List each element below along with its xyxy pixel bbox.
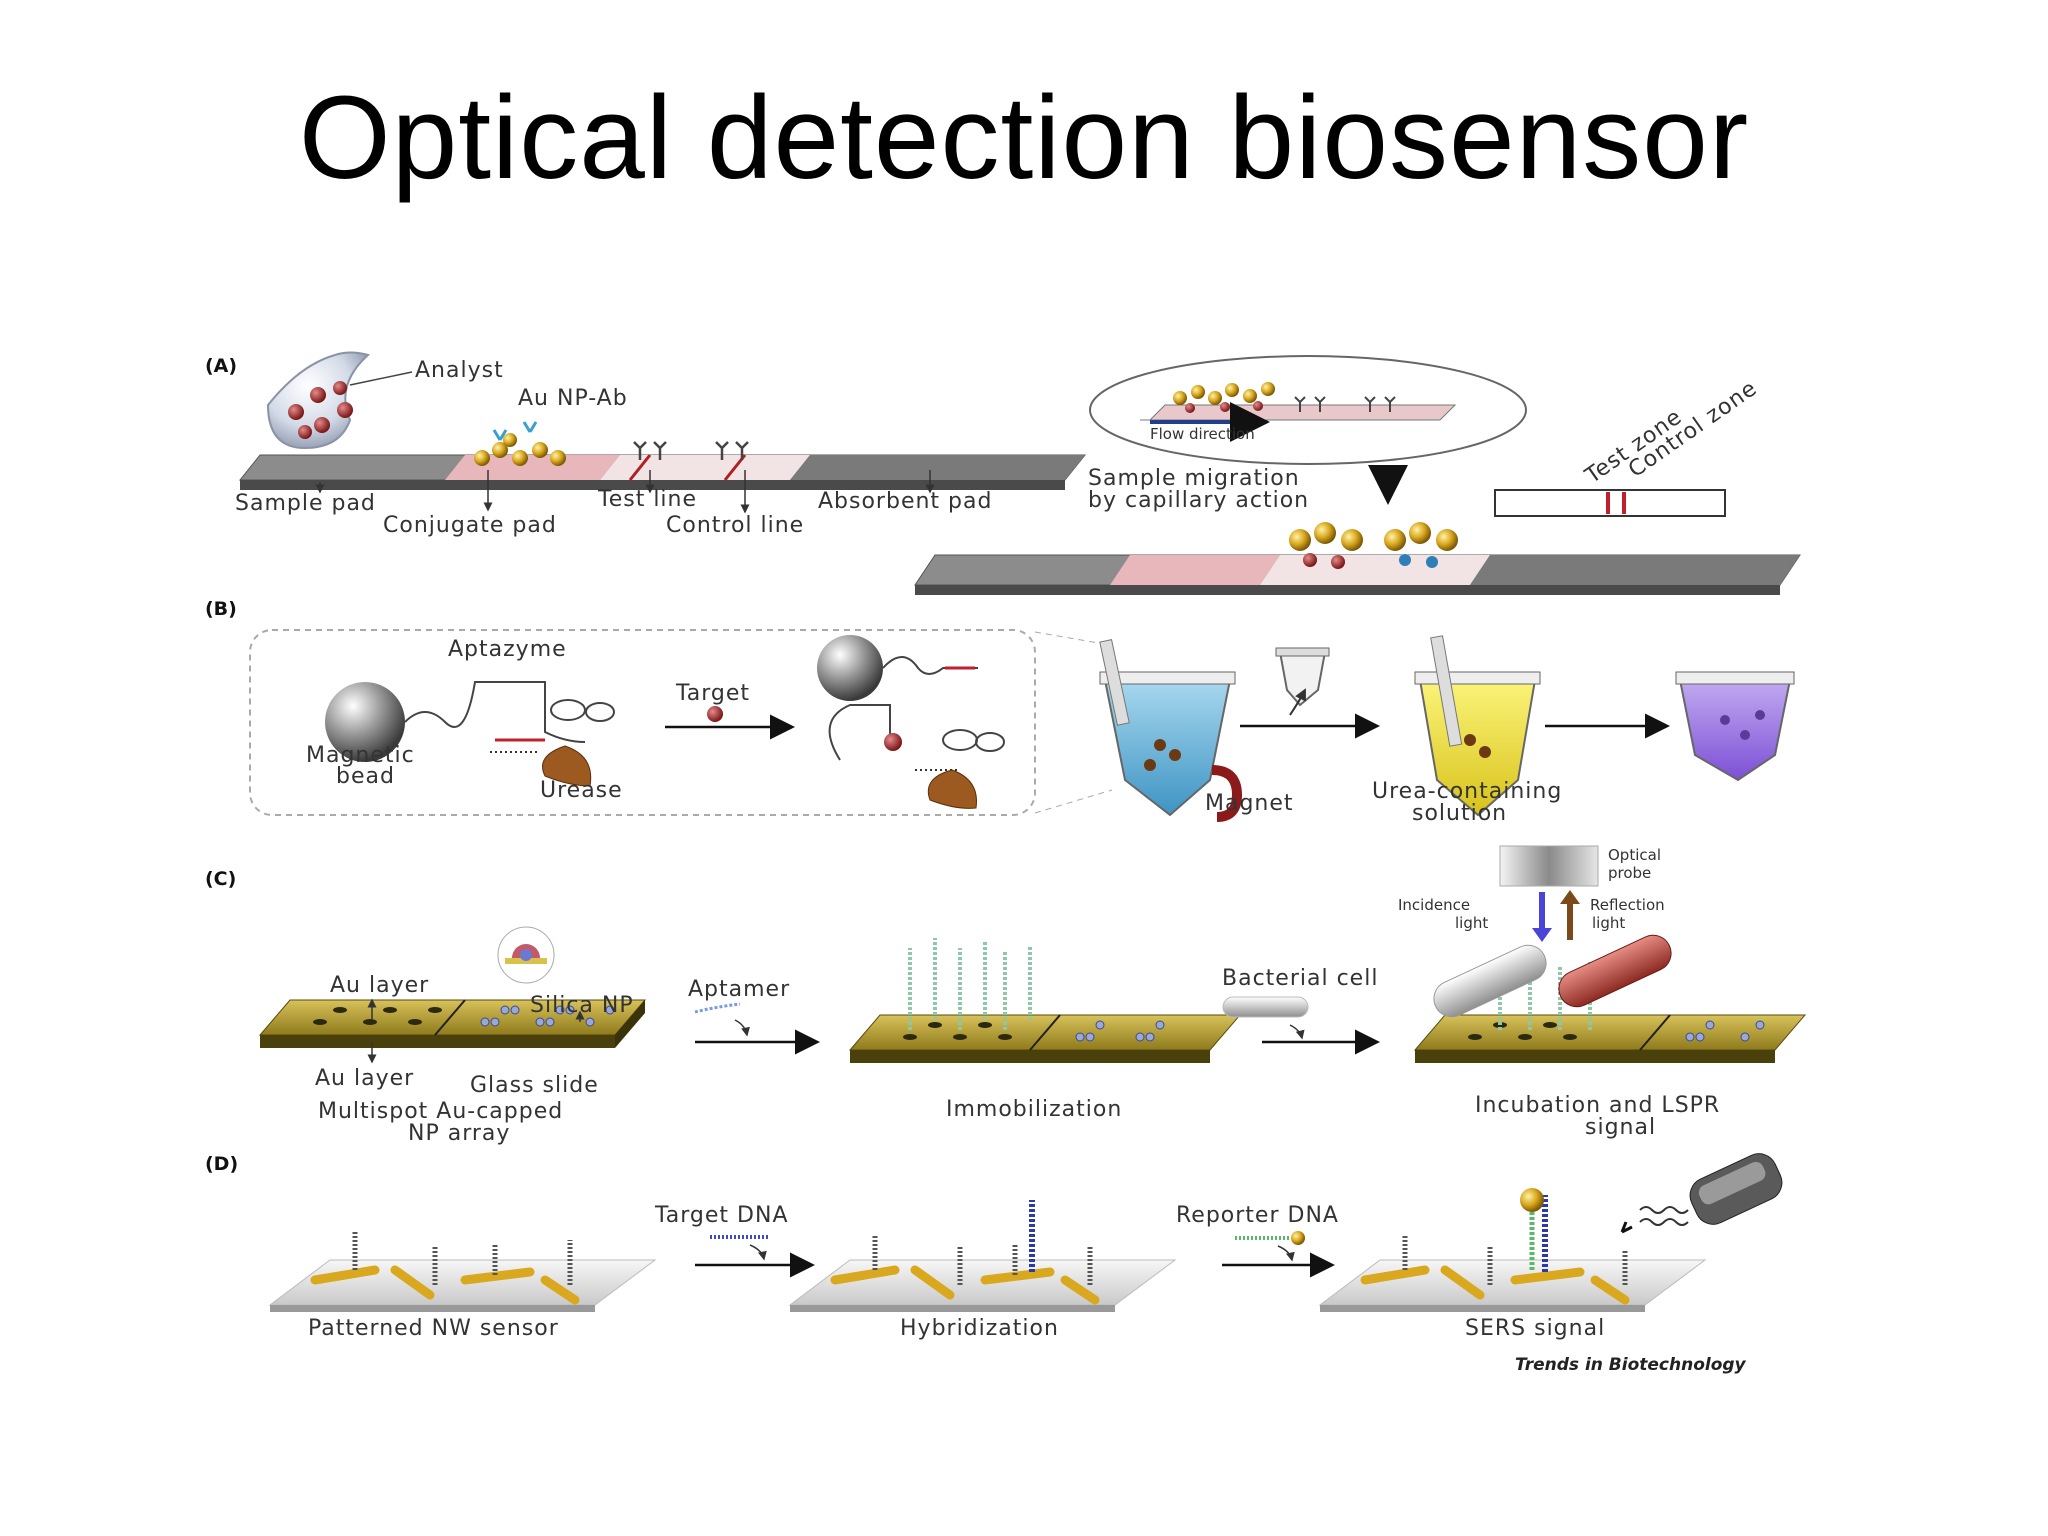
magnetic-bead-label-line2: bead [336, 764, 395, 789]
lateral-flow-strip [238, 454, 1087, 490]
sers-sensor [1318, 1188, 1707, 1312]
small-tube [1275, 647, 1330, 707]
au-np-ab-label: Au NP-Ab [518, 386, 628, 411]
figure-credit: Trends in Biotechnology [1515, 1355, 1747, 1375]
immobilization-label: Immobilization [946, 1097, 1122, 1122]
control-line-label: Control line [666, 513, 804, 538]
np-array-slab [258, 999, 647, 1048]
aptamer-label: Aptamer [688, 977, 790, 1002]
immobilization-slab [848, 938, 1242, 1063]
urea-label-line1: Urea-containing [1372, 779, 1562, 804]
lspr-slab [1413, 934, 1807, 1063]
array-label-line2: NP array [408, 1121, 510, 1146]
reflection-label-line2: light [1592, 914, 1625, 932]
aptazyme-label: Aptazyme [448, 637, 567, 662]
bacterial-cell-label: Bacterial cell [1222, 966, 1378, 991]
panel-c-tag: (C) [205, 868, 236, 890]
migration-label-line2: by capillary action [1088, 488, 1309, 513]
raman-probe-icon [1620, 1153, 1783, 1234]
purple-result-tube [1675, 671, 1795, 782]
reflection-label-line1: Reflection [1590, 896, 1665, 914]
urea-label-line2: solution [1412, 801, 1507, 826]
test-line-label: Test line [597, 487, 697, 512]
panel-d: (D) Patterned NW sensor Target DNA [205, 1153, 1783, 1375]
incubation-label-line2: signal [1585, 1115, 1656, 1140]
migration-label-line1: Sample migration [1088, 466, 1300, 491]
incubation-label-line1: Incubation and LSPR [1475, 1093, 1720, 1118]
sample-pad-label: Sample pad [235, 491, 376, 516]
panel-b-tag: (B) [205, 598, 237, 620]
magnetic-bead [325, 682, 405, 762]
tube-with-magnet [1099, 639, 1243, 822]
hybridization-label: Hybridization [900, 1316, 1059, 1341]
panel-c: (C) Optical probe Incidence light Reflec… [205, 845, 1807, 1146]
reporter-dna-label: Reporter DNA [1176, 1203, 1339, 1228]
array-label-line1: Multispot Au-capped [318, 1099, 563, 1124]
urease-label: Urease [540, 778, 623, 803]
migrated-strip [914, 522, 1801, 595]
aptazyme-inset-box [249, 629, 1036, 816]
panel-d-tag: (D) [205, 1153, 238, 1175]
page-title: Optical detection biosensor [298, 72, 1750, 204]
urease-enzyme [542, 745, 592, 787]
incidence-label-line1: Incidence [1398, 896, 1470, 914]
panel-b: (B) Aptazyme Magnetic bead Urease Target [205, 598, 1795, 826]
absorbent-pad-label: Absorbent pad [818, 489, 992, 514]
urea-tube [1414, 635, 1541, 817]
target-molecule [707, 706, 723, 722]
incidence-label-line2: light [1455, 914, 1488, 932]
capture-antibodies [633, 441, 749, 460]
flow-zoom-inset: Flow direction [1089, 355, 1527, 465]
conjugate-pad-label: Conjugate pad [383, 513, 557, 538]
au-layer-top-label: Au layer [330, 973, 429, 998]
optical-probe-label-line2: probe [1608, 864, 1651, 882]
magnet-label: Magnet [1205, 791, 1294, 816]
sers-label: SERS signal [1465, 1316, 1605, 1341]
flow-direction-label: Flow direction [1150, 425, 1255, 443]
target-label: Target [675, 681, 750, 706]
silica-np-label: Silica NP [530, 993, 634, 1018]
analyst-label: Analyst [415, 358, 504, 383]
optical-probe [1499, 845, 1599, 887]
au-np-conjugates [474, 421, 566, 466]
patterned-label: Patterned NW sensor [308, 1316, 559, 1341]
target-dna-label: Target DNA [654, 1203, 789, 1228]
patterned-nw-sensor [268, 1230, 657, 1312]
hybridization-sensor [788, 1200, 1177, 1312]
panel-a: (A) Analyst Au NP-Ab [205, 351, 1801, 595]
bacterial-cell-icon [1222, 996, 1309, 1018]
analyte-droplet [266, 351, 371, 450]
panel-a-tag: (A) [205, 355, 237, 377]
magnetic-bead-label-line1: Magnetic [306, 743, 415, 768]
glass-slide-label: Glass slide [470, 1073, 599, 1098]
au-layer-bottom-label: Au layer [315, 1066, 414, 1091]
result-strip-window [1494, 489, 1726, 517]
optical-probe-label-line1: Optical [1608, 846, 1661, 864]
